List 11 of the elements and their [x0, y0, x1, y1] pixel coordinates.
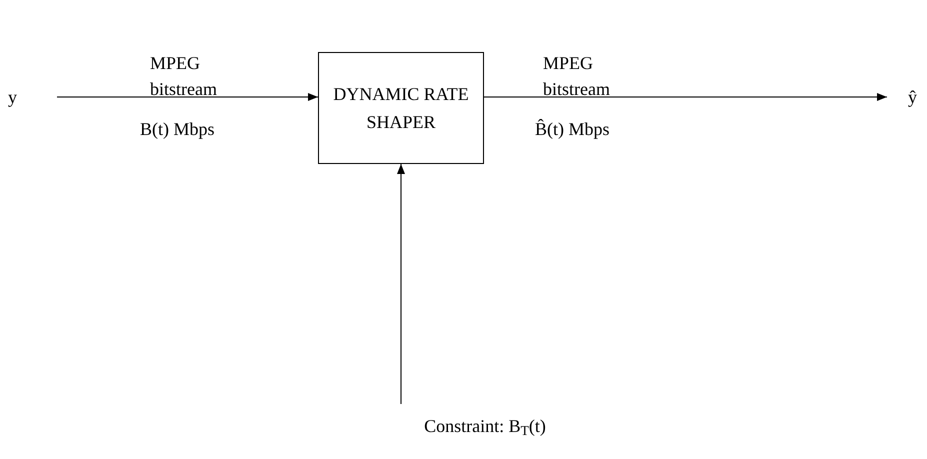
arrow — [484, 93, 888, 101]
arrow — [397, 164, 405, 404]
signal-label: y — [8, 84, 57, 110]
process-box: DYNAMIC RATE SHAPER — [318, 52, 484, 164]
signal-label: B̂(t) Mbps — [535, 118, 611, 141]
arrow — [56, 93, 318, 101]
signal-label: B(t) Mbps — [140, 118, 216, 141]
signal-label: MPEG bitstream — [543, 52, 611, 101]
signal-label: ŷ — [887, 80, 917, 114]
signal-label: MPEG bitstream — [150, 52, 218, 101]
constraint-label: Constraint: B$_{T}$(t) — [385, 404, 585, 440]
